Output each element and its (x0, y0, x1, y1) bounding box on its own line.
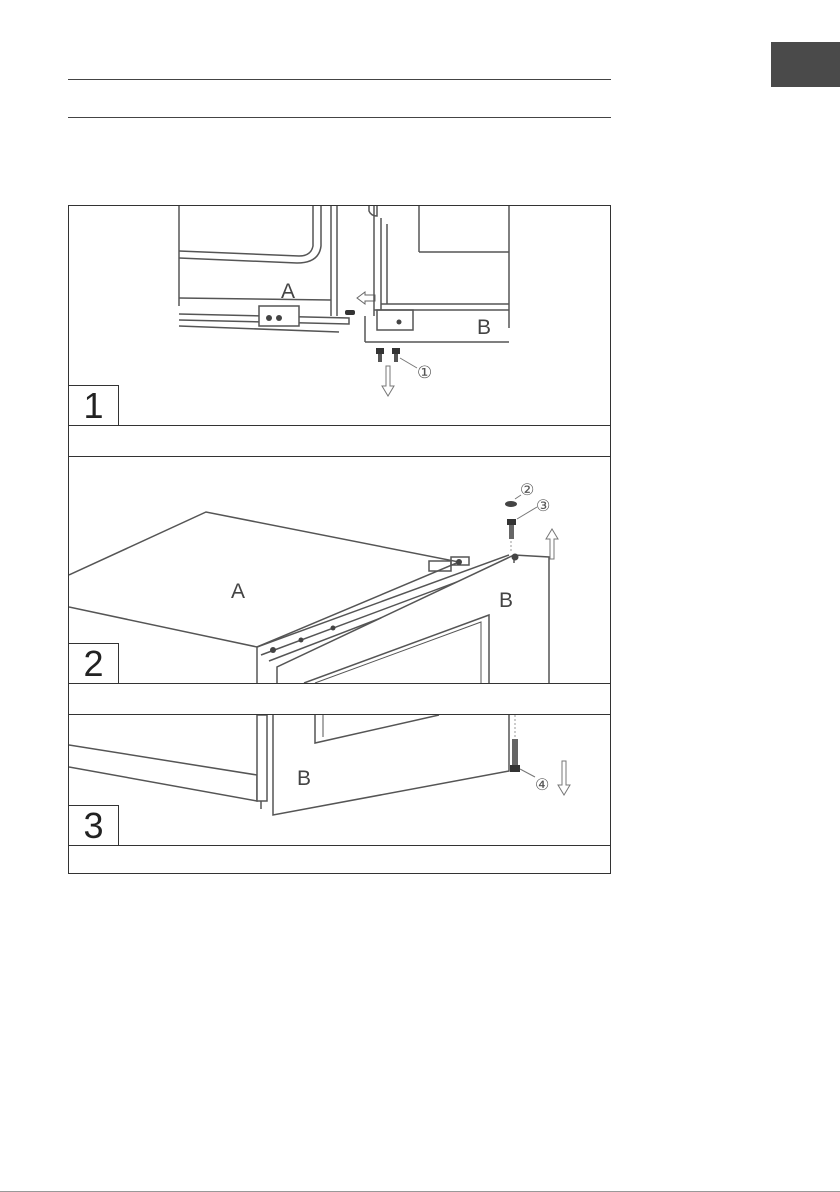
header-rule-bottom (68, 117, 611, 118)
arrow-down-icon (382, 366, 394, 396)
callout-3: ③ (536, 498, 550, 515)
screw-hole (266, 315, 272, 321)
step-3-panel: B ④ 3 (69, 715, 610, 845)
screw-hole (276, 315, 282, 321)
step-1-number: 1 (69, 387, 118, 425)
screw-hole (270, 647, 276, 653)
step-1-caption (69, 425, 610, 457)
part-b-label: B (477, 316, 491, 339)
step-3-caption (69, 845, 610, 874)
header-rule-top (68, 79, 611, 80)
callout-1: ① (417, 363, 432, 382)
screw (510, 739, 520, 772)
step-2-number: 2 (69, 645, 118, 683)
screw (376, 348, 384, 362)
arrow-left-icon (357, 292, 375, 304)
part-a-label: A (281, 280, 295, 303)
step-2-number-box: 2 (69, 643, 119, 683)
screw-hole (331, 626, 336, 631)
arrow-up-icon (546, 529, 558, 559)
language-tab (771, 42, 840, 87)
step-2-caption (69, 683, 610, 715)
screw-hole (512, 554, 519, 561)
assembly-figure: A B ① 1 (68, 205, 611, 874)
part-a-label: A (231, 580, 245, 603)
screw-hole (299, 638, 304, 643)
step-1-panel: A B ① 1 (69, 206, 610, 425)
screw (507, 519, 516, 539)
part-b-label: B (499, 589, 513, 612)
washer (505, 501, 517, 507)
part-b-label: B (297, 767, 311, 790)
step-3-number: 3 (69, 807, 118, 845)
screw-hole (397, 320, 402, 325)
step-3-number-box: 3 (69, 805, 119, 845)
screw-hole (456, 559, 462, 565)
step-2-illustration: A B ② ③ (69, 457, 610, 683)
callout-4: ④ (535, 777, 549, 794)
step-2-panel: A B ② ③ 2 (69, 457, 610, 683)
callout-2: ② (520, 482, 534, 499)
arrow-down-icon (558, 761, 570, 795)
step-1-number-box: 1 (69, 385, 119, 425)
step-3-illustration: B ④ (69, 715, 610, 845)
step-1-illustration: A B ① (69, 206, 610, 425)
screw (392, 348, 400, 362)
hinge-pin (345, 310, 355, 315)
